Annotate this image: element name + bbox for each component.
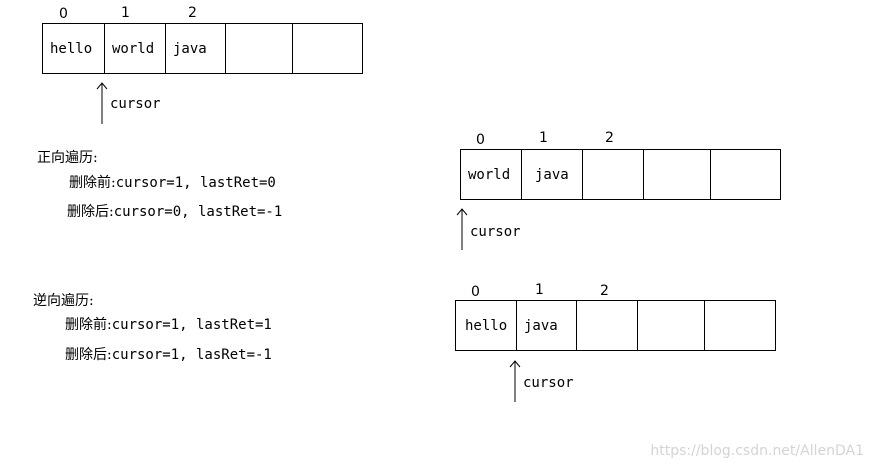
forward-before-line: 删除前:cursor=1, lastRet=0: [69, 174, 276, 192]
array-cell: [711, 150, 780, 199]
index-label: 1: [535, 282, 544, 298]
array-cell: hello: [43, 24, 105, 73]
backward-after-prefix: 删除后:: [65, 347, 112, 363]
index-label: 0: [59, 6, 68, 22]
array-cell: hello: [456, 301, 517, 350]
array-cell: java: [517, 301, 577, 350]
cursor-label: cursor: [523, 375, 574, 391]
array-cell: java: [166, 24, 226, 73]
array-box: hello world java: [42, 23, 363, 74]
index-label: 2: [605, 130, 614, 146]
array-cell: [583, 150, 644, 199]
array-box: world java: [460, 149, 781, 200]
array-cell: [226, 24, 293, 73]
forward-after-line: 删除后:cursor=0, lastRet=-1: [67, 203, 282, 221]
cursor-arrow-icon: [456, 208, 468, 250]
backward-after-line: 删除后:cursor=1, lasRet=-1: [65, 346, 272, 364]
array-cell: world: [461, 150, 522, 199]
index-label: 0: [476, 132, 485, 148]
array-cell: [638, 301, 705, 350]
backward-title: 逆向遍历:: [33, 293, 94, 309]
forward-title: 正向遍历:: [37, 150, 98, 166]
forward-after-values: cursor=0, lastRet=-1: [113, 204, 283, 220]
index-label: 1: [121, 5, 130, 21]
forward-after-prefix: 删除后:: [67, 204, 114, 220]
array-cell: [705, 301, 775, 350]
cursor-label: cursor: [110, 96, 161, 112]
cursor-label: cursor: [470, 224, 521, 240]
backward-before-prefix: 删除前:: [65, 317, 112, 333]
cursor-arrow-icon: [509, 360, 521, 402]
index-label: 0: [471, 284, 480, 300]
backward-after-values: cursor=1, lasRet=-1: [111, 347, 272, 363]
forward-before-values: cursor=1, lastRet=0: [115, 175, 276, 191]
index-label: 2: [188, 5, 197, 21]
array-cell: [577, 301, 638, 350]
index-label: 1: [539, 130, 548, 146]
array-box: hello java: [455, 300, 776, 351]
watermark-text: https://blog.csdn.net/AllenDA1: [650, 443, 864, 459]
array-cell: world: [105, 24, 166, 73]
array-cell: java: [522, 150, 583, 199]
forward-before-prefix: 删除前:: [69, 175, 116, 191]
array-cell: [293, 24, 362, 73]
index-label: 2: [600, 283, 609, 299]
cursor-arrow-icon: [96, 82, 108, 124]
backward-before-values: cursor=1, lastRet=1: [111, 317, 272, 333]
backward-before-line: 删除前:cursor=1, lastRet=1: [65, 316, 272, 334]
array-cell: [644, 150, 711, 199]
